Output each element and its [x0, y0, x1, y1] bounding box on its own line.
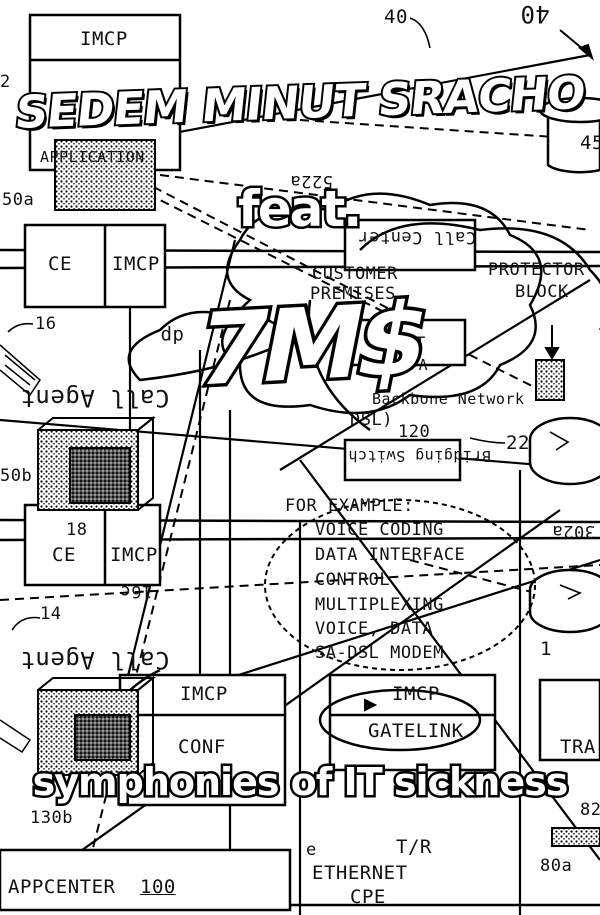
label-customer: CUSTOMER — [312, 264, 398, 284]
label-imcp-a: IMCP — [112, 253, 160, 275]
label-imcp-top: IMCP — [80, 28, 128, 50]
label-data-interface: DATA INTERFACE — [315, 545, 466, 565]
label-14: 14 — [40, 604, 62, 624]
cover-subtitle: symphonies of IT sickness — [30, 758, 571, 807]
artist-name: 7M$ — [184, 277, 437, 412]
label-call-center: Call Center — [358, 227, 477, 247]
label-conf: CONF — [178, 736, 226, 758]
label-voice-coding: VOICE CODING — [315, 520, 444, 540]
label-100: 100 — [140, 876, 176, 898]
label-pb: dp — [160, 325, 184, 347]
label-50a: 50a — [2, 190, 35, 210]
label-82: 82 — [580, 800, 600, 820]
label-45: 45 — [580, 132, 600, 154]
label-ce-b: CE — [52, 544, 76, 566]
label-2: 2 — [0, 72, 11, 92]
label-application: APPLICATION — [40, 148, 145, 166]
label-50b: 50b — [0, 466, 33, 486]
label-e: e — [306, 840, 317, 860]
label-imcp-gate: IMCP — [392, 683, 440, 705]
label-ethernet: ETHERNET — [312, 862, 408, 884]
label-call-agent-b: Call Agent — [20, 646, 170, 674]
label-40-mirror: 40 — [520, 0, 550, 28]
label-appcenter: APPCENTER — [8, 876, 116, 898]
label-80a: 80a — [540, 856, 573, 876]
label-ce-a: CE — [48, 253, 72, 275]
label-302a: 302a — [552, 521, 595, 541]
label-120: 120 — [398, 422, 431, 442]
label-block: BLOCK — [515, 282, 569, 302]
label-cpe: CPE — [350, 886, 386, 908]
label-agent: AGENT — [372, 334, 426, 354]
label-imcp-conf: IMCP — [180, 683, 228, 705]
label-16c: 16c — [120, 581, 153, 601]
label-40: 40 — [384, 6, 408, 28]
label-control: CONTROL — [315, 570, 391, 590]
label-18: 18 — [66, 520, 88, 540]
label-backbone: Backbone Network — [372, 390, 525, 408]
label-130b: 130b — [30, 808, 73, 828]
label-tra: TRA — [560, 736, 596, 758]
label-bridging-switch: Bridging Switch — [348, 447, 491, 465]
label-premises: PREMISES — [310, 284, 396, 304]
label-dsl: DSL) — [350, 410, 393, 430]
label-1: 1 — [540, 638, 552, 660]
label-voice-data: VOICE, DATA — [315, 619, 434, 639]
label-for-example: FOR EXAMPLE: — [285, 496, 414, 516]
label-protector: PROTECTOR — [488, 260, 585, 280]
label-gatelink: GATELINK — [368, 720, 464, 742]
label-tr: T/R — [396, 836, 432, 858]
label-22: 22 — [506, 432, 530, 454]
label-16: 16 — [35, 314, 57, 334]
label-sa-dsl-modem: SA-DSL MODEM — [315, 643, 444, 663]
feat-label: feat. — [235, 178, 364, 241]
label-imcp-b: IMCP — [110, 544, 158, 566]
label-call-agent-a: Call Agent — [20, 384, 170, 412]
label-multiplexing: MULTIPLEXING — [315, 595, 444, 615]
